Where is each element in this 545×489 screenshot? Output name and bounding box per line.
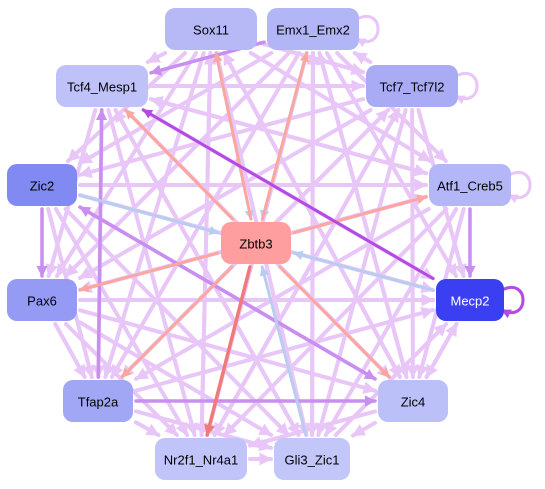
edge-tcf7-to-emx1 xyxy=(352,51,373,65)
node-label: Sox11 xyxy=(193,23,229,38)
node-label: Zbtb3 xyxy=(239,237,272,252)
node-tfap2a[interactable]: Tfap2a xyxy=(63,380,133,422)
node-box xyxy=(267,8,359,50)
node-tcf7[interactable]: Tcf7_Tcf7l2 xyxy=(366,65,458,107)
node-zic4[interactable]: Zic4 xyxy=(378,380,448,422)
edge-zbtb3-to-tcf4 xyxy=(124,108,234,221)
edge-mecp2-to-zic4 xyxy=(424,322,459,379)
node-label: Tcf7_Tcf7l2 xyxy=(379,80,444,95)
edge-zic4-to-gli3 xyxy=(351,420,377,438)
edge-mecp2-to-tcf4 xyxy=(141,108,435,280)
node-box xyxy=(436,279,504,321)
edge-tcf7-to-zic2 xyxy=(78,97,365,179)
node-nr2f1[interactable]: Nr2f1_Nr4a1 xyxy=(155,438,247,480)
node-emx1[interactable]: Emx1_Emx2 xyxy=(267,8,359,50)
edge-zbtb3-to-pax6 xyxy=(78,251,220,293)
edge-emx1-to-zic2 xyxy=(78,51,274,166)
node-label: Tcf4_Mesp1 xyxy=(67,80,137,95)
edge-sox11-to-tcf4 xyxy=(145,50,168,64)
edge-tfap2a-to-tcf4 xyxy=(95,108,108,379)
edge-pax6-to-tfap2a xyxy=(53,322,87,379)
self-loop-mecp2 xyxy=(501,286,525,319)
edge-zbtb3-to-tfap2a xyxy=(120,265,234,379)
node-label: Emx1_Emx2 xyxy=(276,23,350,38)
node-box xyxy=(165,8,257,50)
node-box xyxy=(366,65,458,107)
edge-gli3-to-emx1 xyxy=(306,51,320,437)
edge-zbtb3-to-emx1 xyxy=(260,51,310,221)
edge-zbtb3-to-sox11 xyxy=(213,51,253,221)
edge-zic4-to-sox11 xyxy=(222,51,402,379)
self-loop-atf1 xyxy=(508,171,532,204)
edge-atf1-to-tfap2a xyxy=(134,207,431,381)
node-pax6[interactable]: Pax6 xyxy=(7,279,77,321)
edge-tcf7-to-pax6 xyxy=(78,108,373,280)
edge-tfap2a-to-nr2f1 xyxy=(134,420,161,437)
node-label: Mecp2 xyxy=(450,294,489,309)
node-gli3[interactable]: Gli3_Zic1 xyxy=(274,438,350,480)
node-sox11[interactable]: Sox11 xyxy=(165,8,257,50)
node-zic2[interactable]: Zic2 xyxy=(7,164,77,206)
node-box xyxy=(7,164,77,206)
node-tcf4[interactable]: Tcf4_Mesp1 xyxy=(56,65,148,107)
edge-gli3-to-zbtb3 xyxy=(259,265,308,437)
edge-zic2-to-zbtb3 xyxy=(78,193,220,236)
edge-zbtb3-to-nr2f1 xyxy=(204,265,252,437)
node-label: Atf1_Creb5 xyxy=(437,179,503,194)
node-mecp2[interactable]: Mecp2 xyxy=(436,279,504,321)
edge-gli3-to-mecp2 xyxy=(333,322,449,437)
node-box xyxy=(56,65,148,107)
node-label: Gli3_Zic1 xyxy=(285,453,340,468)
edge-atf1-to-tcf4 xyxy=(149,96,428,176)
edge-nr2f1-to-tcf7 xyxy=(212,108,401,437)
self-loop-layer xyxy=(356,15,532,319)
edge-mecp2-to-zbtb3 xyxy=(292,250,435,292)
node-zbtb3[interactable]: Zbtb3 xyxy=(221,222,291,264)
node-box xyxy=(429,164,511,206)
node-box xyxy=(378,380,448,422)
node-label: Pax6 xyxy=(27,294,57,309)
edge-zic4-to-zic2 xyxy=(78,205,377,381)
node-box xyxy=(155,438,247,480)
edge-zbtb3-to-atf1 xyxy=(292,194,428,235)
edge-zbtb3-to-zic4 xyxy=(278,265,391,379)
edge-sox11-to-pax6 xyxy=(55,51,198,278)
edge-layer xyxy=(36,40,476,466)
edge-nr2f1-to-sox11 xyxy=(199,51,217,437)
node-box xyxy=(63,380,133,422)
node-label: Nr2f1_Nr4a1 xyxy=(164,453,238,468)
node-atf1[interactable]: Atf1_Creb5 xyxy=(429,164,511,206)
node-label: Zic4 xyxy=(401,395,426,410)
node-box xyxy=(7,279,77,321)
node-label: Zic2 xyxy=(30,179,55,194)
node-label: Tfap2a xyxy=(78,395,119,410)
node-box xyxy=(274,438,350,480)
node-box xyxy=(221,222,291,264)
self-loop-tcf7 xyxy=(455,72,479,105)
self-loop-emx1 xyxy=(356,15,380,48)
